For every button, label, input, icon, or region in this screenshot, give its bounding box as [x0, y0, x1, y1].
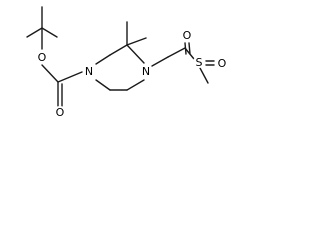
bond-tbu-methyl-left: [26, 27, 43, 38]
nitrogen-carbamate-label: N: [85, 65, 93, 78]
sulfonyl-oxygen-top-mask: [181, 29, 193, 41]
bond-layer: [26, 6, 215, 107]
nitrogen-carbamate-mask: [83, 65, 95, 77]
atom-mask-layer: [36, 29, 228, 118]
bond-sulfur-methyl: [199, 67, 209, 84]
sulfur-label: S: [196, 56, 203, 69]
carbonyl-oxygen-mask: [54, 106, 66, 118]
bond-ester-oxygen-to-carbonyl: [41, 64, 59, 83]
sulfonyl-oxygen-right-mask: [216, 57, 228, 69]
sulfonyl-oxygen-right-label: O: [218, 57, 227, 70]
nitrogen-amine-mask: [140, 65, 152, 77]
bond-n4-to-ethyl: [151, 56, 169, 67]
bond-sulfur-oxygen-top-b: [188, 42, 191, 55]
bond-sulfur-oxygen-top-a: [184, 42, 187, 55]
bond-ring-lower-to-n1: [95, 79, 111, 91]
sulfonyl-oxygen-top-label: O: [183, 29, 192, 42]
chemical-structure-diagram: O O N N S O O: [26, 6, 228, 119]
bond-ring-gem-to-n4: [126, 44, 145, 64]
bond-ring-n1-upper: [95, 54, 111, 65]
atom-label-layer: O O N N S O O: [38, 29, 227, 119]
bond-ring-upper-to-gem: [109, 44, 128, 56]
bond-gem-methyl-right: [126, 37, 147, 46]
nitrogen-amine-label: N: [142, 65, 150, 78]
carbonyl-oxygen-label: O: [56, 106, 65, 119]
bond-carbonyl-to-nitrogen: [57, 71, 83, 83]
ester-oxygen-mask: [36, 51, 48, 63]
bond-tbu-methyl-right: [41, 27, 58, 38]
bond-ring-n4-lower: [126, 79, 145, 91]
ester-oxygen-label: O: [38, 51, 47, 64]
sulfur-mask: [193, 56, 205, 68]
bond-ethyl: [167, 47, 186, 58]
